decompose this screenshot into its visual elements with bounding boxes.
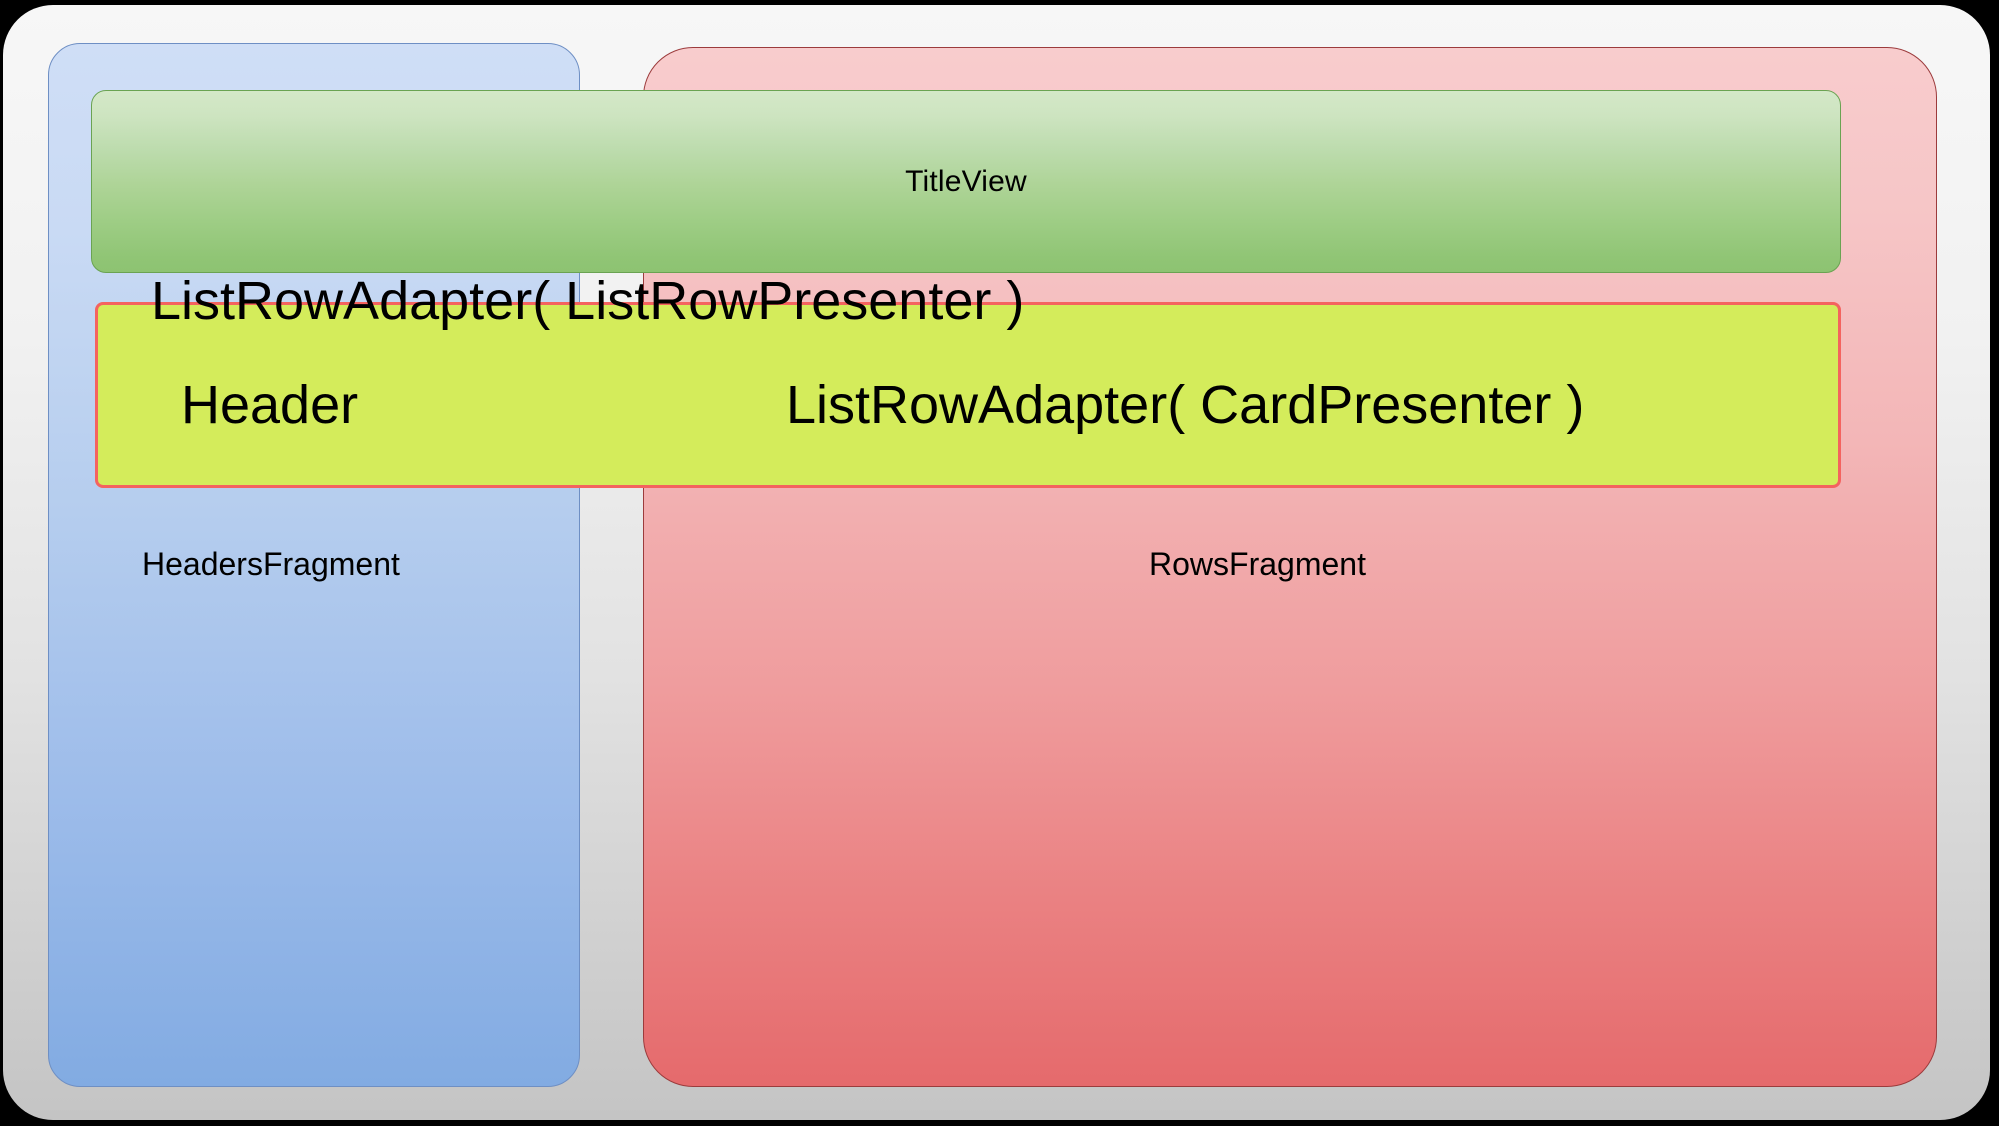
rows-fragment-label: RowsFragment (1149, 546, 1366, 582)
list-row-adapter-card-presenter-label: ListRowAdapter( CardPresenter ) (786, 375, 1585, 435)
browse-fragment-outer-frame: TitleView ListRowAdapter( ListRowPresent… (3, 5, 1990, 1120)
headers-fragment-label: HeadersFragment (142, 546, 400, 582)
list-row-adapter-box[interactable] (95, 302, 1841, 488)
list-row-adapter-presenter-label: ListRowAdapter( ListRowPresenter ) (151, 271, 1025, 331)
title-view-label: TitleView (905, 164, 1027, 198)
title-view-bar[interactable]: TitleView (91, 90, 1841, 273)
header-label: Header (181, 375, 359, 435)
